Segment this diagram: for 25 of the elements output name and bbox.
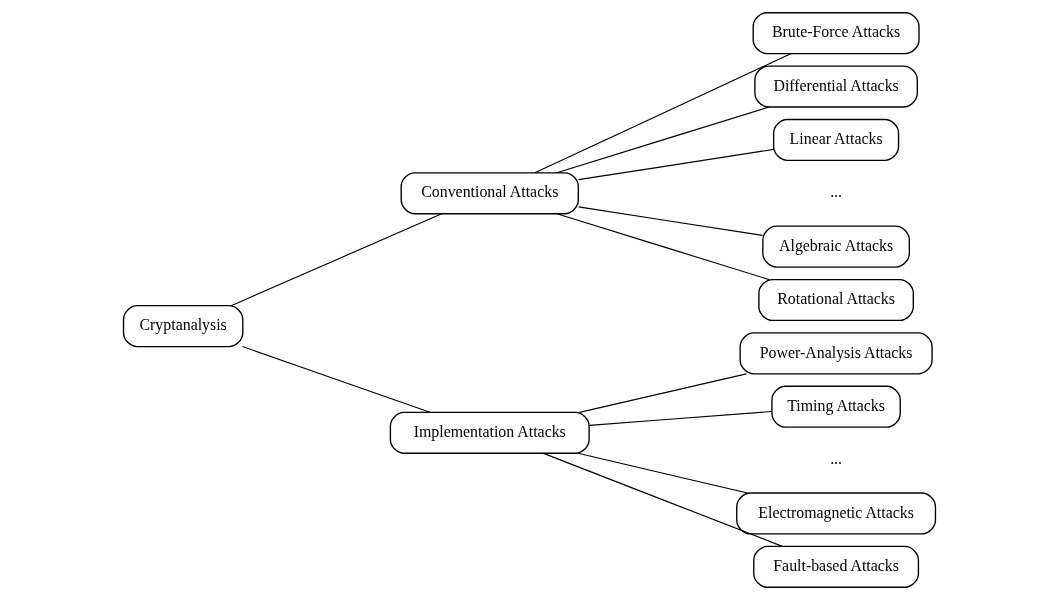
label: ... <box>830 450 843 468</box>
node-box: Cryptanalysis <box>122 305 244 348</box>
connector <box>578 206 764 236</box>
node-box: Rotational Attacks <box>758 278 914 322</box>
connector <box>577 452 749 494</box>
connector <box>542 452 783 547</box>
node-box: Linear Attacks <box>772 118 900 161</box>
node-box: Power-Analysis Attacks <box>739 332 933 375</box>
label: ... <box>830 183 843 201</box>
node-box: Fault-based Attacks <box>753 545 920 588</box>
node-box: Conventional Attacks <box>400 172 579 215</box>
node-box: Algebraic Attacks <box>762 225 910 268</box>
node-box: Electromagnetic Attacks <box>736 492 937 535</box>
connector <box>230 213 443 307</box>
connector <box>556 106 770 174</box>
connector <box>534 53 792 174</box>
connector <box>556 213 770 281</box>
node-box: Timing Attacks <box>771 385 901 428</box>
connector <box>578 373 747 413</box>
node-box: Implementation Attacks <box>389 411 590 454</box>
connector <box>578 148 775 181</box>
node-box: Differential Attacks <box>754 65 918 108</box>
connector <box>242 346 431 413</box>
connector <box>588 410 773 426</box>
node-box: Brute-Force Attacks <box>752 12 920 55</box>
